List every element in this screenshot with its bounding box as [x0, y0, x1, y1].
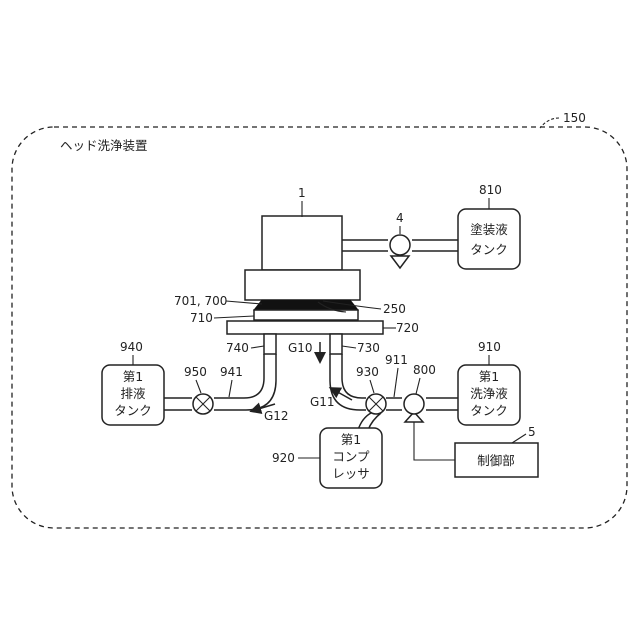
compressor-line1: 第1 [341, 432, 361, 447]
coating-tank-line1: 塗装液 [470, 222, 508, 237]
plate-ref: 720 [396, 321, 419, 335]
pump-top [390, 235, 410, 268]
pump-top-ref: 4 [396, 211, 404, 225]
head-unit [245, 216, 360, 300]
left-port [264, 334, 276, 354]
frame-ref-label: 150 [563, 111, 586, 125]
pump-right-ref: 800 [413, 363, 436, 377]
valve-right [366, 394, 386, 414]
cap-ref: 710 [190, 311, 213, 325]
compressor-line3: レッサ [332, 466, 370, 481]
pump-right [404, 394, 424, 422]
drain-tank-ref: 940 [120, 340, 143, 354]
valve-left [193, 394, 213, 414]
flow-g12-label: G12 [264, 409, 289, 423]
nozzle-block [254, 300, 358, 310]
coating-tank-line2: タンク [470, 242, 508, 257]
cleaning-tank-ref: 910 [478, 340, 501, 354]
cap-plate [227, 321, 383, 334]
compressor-ref: 920 [272, 451, 295, 465]
frame-title: ヘッド洗浄装置 [60, 138, 148, 153]
right-port-ref: 730 [357, 341, 380, 355]
cleaning-tank-line2: 洗浄液 [470, 386, 508, 401]
drain-tank-line2: 排液 [120, 386, 146, 401]
controller-ref: 5 [528, 425, 536, 439]
left-port-ref: 740 [226, 341, 249, 355]
coating-tank-ref: 810 [479, 183, 502, 197]
compressor-line2: コンプ [332, 449, 370, 464]
flow-g10-label: G10 [288, 341, 313, 355]
drain-tank-line1: 第1 [123, 369, 143, 384]
head-ref-label: 1 [298, 186, 306, 200]
coating-liquid-tank [458, 209, 520, 269]
controller-label: 制御部 [477, 453, 515, 468]
wire-ref: 250 [383, 302, 406, 316]
nozzle-ref: 701, 700 [174, 294, 227, 308]
cleaning-tank-line1: 第1 [479, 369, 499, 384]
valve-left-ref: 950 [184, 365, 207, 379]
flow-g11-label: G11 [310, 395, 335, 409]
cleaning-tank-line3: タンク [470, 403, 508, 418]
pipe-left-ref: 941 [220, 365, 243, 379]
valve-right-ref: 930 [356, 365, 379, 379]
drain-tank-line3: タンク [114, 403, 152, 418]
pipe-right-ref: 911 [385, 353, 408, 367]
right-port [330, 334, 342, 354]
